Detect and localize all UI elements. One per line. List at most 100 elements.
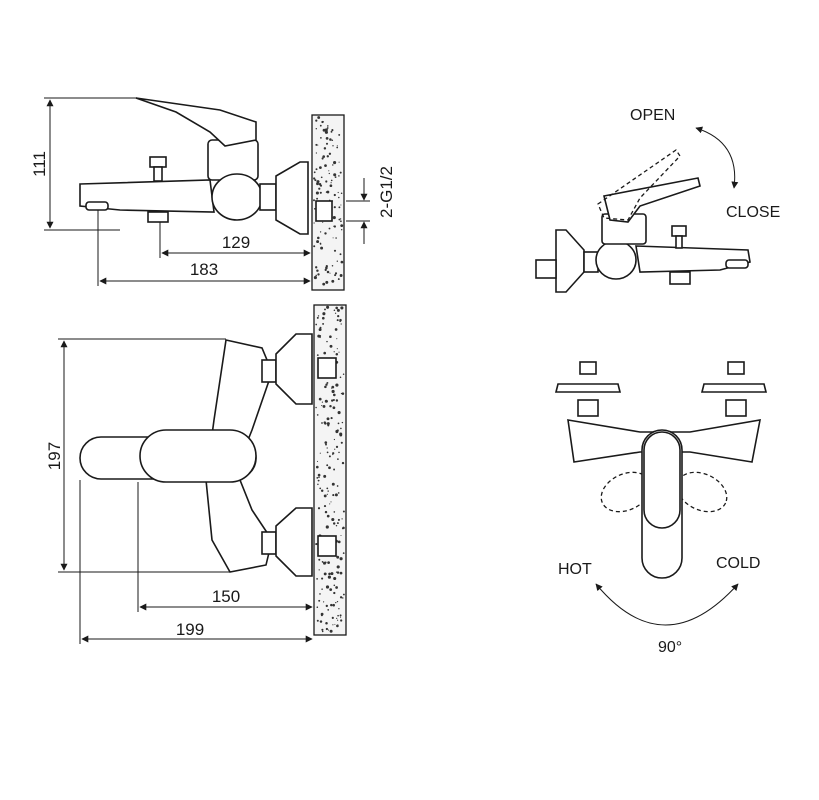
wall-speckle-dot: [324, 399, 328, 403]
wall-speckle-dot: [325, 142, 329, 145]
wall-speckle-dot: [317, 116, 321, 119]
wall-speckle-dot: [326, 487, 329, 490]
wall-speckle-dot: [338, 351, 340, 353]
wall-speckle-dot: [326, 422, 330, 426]
wall-speckle-dot: [327, 561, 330, 564]
wall-speckle-dot: [321, 628, 324, 631]
wall-speckle-dot: [322, 221, 324, 223]
wall-speckle-dot: [333, 576, 337, 581]
wall-speckle-dot: [315, 465, 319, 469]
dim-183-label: 183: [190, 260, 218, 279]
wall-speckle-dot: [335, 524, 338, 527]
wall-speckle-dot: [322, 121, 324, 123]
wall-speckle-dot: [331, 129, 334, 132]
wall-speckle-dot: [336, 348, 338, 350]
wall-speckle-dot: [318, 599, 321, 602]
open-close-arrow: [695, 126, 739, 189]
wall-speckle-dot: [324, 268, 327, 272]
wall-speckle-dot: [334, 176, 337, 178]
wall-speckle-dot: [329, 629, 333, 633]
oc-diverter: [671, 225, 687, 237]
wall-speckle-dot: [316, 180, 320, 184]
wall-speckle-dot: [340, 260, 344, 264]
wall-speckle-dot: [319, 183, 321, 185]
wall-speckle-dot: [341, 518, 343, 520]
open-label: OPEN: [630, 107, 675, 124]
inlet-side: [315, 200, 333, 222]
wall-speckle-dot: [324, 385, 327, 389]
wall-speckle-dot: [331, 399, 334, 402]
wall-speckle-dot: [329, 272, 331, 274]
wall-speckle-dot: [333, 225, 335, 228]
wall-speckle-dot: [317, 144, 319, 146]
wall-speckle-dot: [327, 629, 330, 631]
wall-speckle-dot: [336, 617, 338, 619]
wall-speckle-dot: [315, 543, 318, 546]
wall-speckle-dot: [326, 305, 330, 309]
wall-speckle-dot: [338, 196, 340, 199]
wall-speckle-dot: [338, 218, 341, 221]
wall-speckle-dot: [315, 119, 318, 122]
wall-speckle-dot: [341, 392, 345, 395]
wall-speckle-dot: [339, 253, 342, 256]
wall-speckle-dot: [313, 199, 315, 202]
wall-speckle-dot: [324, 561, 327, 564]
wall-speckle-dot: [335, 352, 339, 356]
wall-speckle-dot: [330, 182, 332, 184]
wall-speckle-dot: [337, 624, 339, 626]
wall-speckle-dot: [329, 184, 333, 188]
oc-inlet: [535, 259, 557, 279]
wall-speckle-dot: [334, 328, 338, 331]
wall-speckle-dot: [329, 503, 331, 505]
wall-speckle-dot: [322, 155, 326, 158]
top-view: 197 150 199: [45, 304, 347, 644]
wall-speckle-dot: [330, 603, 333, 607]
hot-cold-view: HOT COLD 90°: [554, 361, 768, 656]
wall-speckle-dot: [316, 240, 320, 244]
wall-speckle-dot: [318, 328, 322, 332]
wall-speckle-dot: [325, 621, 328, 625]
wall-speckle-dot: [325, 604, 328, 608]
oc-diverter-stem: [675, 235, 683, 249]
wall-speckle-dot: [340, 441, 343, 444]
wall-speckle-dot: [317, 479, 320, 482]
wall-speckle-dot: [335, 306, 339, 310]
wall-speckle-dot: [324, 130, 328, 134]
wall-speckle-dot: [337, 518, 340, 521]
wall-speckle-dot: [317, 507, 321, 510]
wall-speckle-dot: [339, 318, 342, 322]
wall-speckle-dot: [334, 448, 336, 450]
wall-speckle-dot: [336, 308, 340, 312]
wall-speckle-dot: [332, 145, 334, 147]
wall-speckle-dot: [320, 137, 322, 139]
wall-speckle-dot: [318, 187, 321, 190]
dim-111-label: 111: [30, 151, 49, 177]
wall-speckle-dot: [320, 246, 324, 250]
hc-right-flange: [700, 383, 768, 393]
wall-speckle-dot: [340, 192, 343, 194]
wall-speckle-dot: [333, 309, 336, 311]
wall-speckle-dot: [325, 443, 327, 446]
wall-speckle-dot: [335, 571, 338, 573]
wall-speckle-dot: [321, 561, 324, 563]
dim-199-label: 199: [176, 620, 204, 639]
wall-speckle-dot: [316, 269, 319, 272]
hot-cold-arrow: [595, 583, 739, 626]
wall-speckle-dot: [337, 422, 340, 425]
dim-197-label: 197: [45, 442, 64, 470]
wall-speckle-dot: [339, 218, 342, 220]
wall-speckle-dot: [321, 157, 324, 160]
wall-speckle-dot: [320, 612, 324, 616]
wall-speckle-dot: [337, 314, 340, 318]
wall-speckle-dot: [315, 191, 319, 195]
wall-speckle-dot: [338, 175, 340, 177]
wall-speckle-dot: [315, 128, 317, 130]
wall-speckle-dot: [319, 166, 322, 169]
wall-speckle-dot: [322, 282, 326, 286]
wall-speckle-dot: [319, 452, 321, 454]
wall-speckle-dot: [326, 190, 330, 194]
wall-speckle-dot: [330, 417, 333, 420]
wall-speckle-dot: [332, 164, 334, 166]
wall-speckle-dot: [326, 155, 329, 158]
wall-speckle-dot: [325, 525, 329, 529]
